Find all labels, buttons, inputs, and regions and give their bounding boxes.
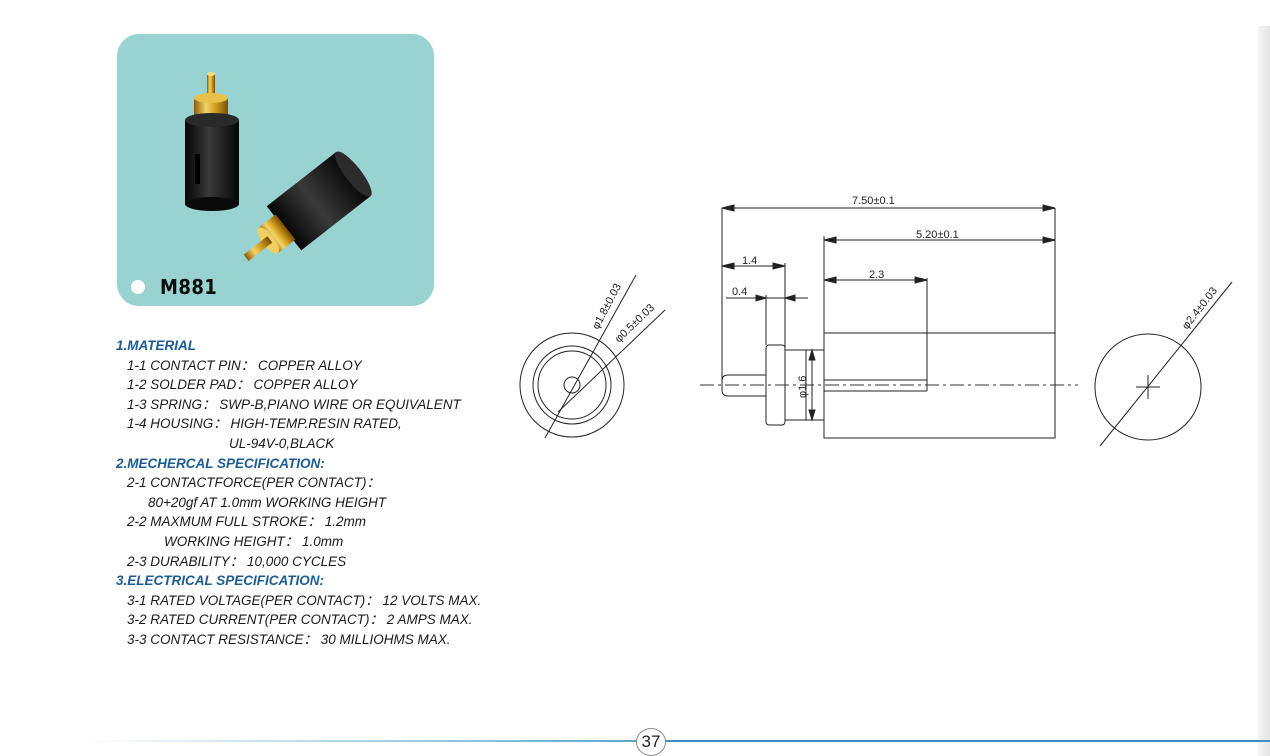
footer-rule-right bbox=[664, 740, 1270, 742]
footer-rule-left bbox=[80, 740, 638, 742]
specifications: 1.MATERIAL 1-1 CONTACT PIN： COPPER ALLOY… bbox=[116, 336, 536, 650]
front-inner-ring bbox=[537, 350, 607, 420]
spec-line: 2-3 DURABILITY： 10,000 CYCLES bbox=[127, 553, 347, 569]
page-number: 37 bbox=[636, 728, 666, 756]
model-bullet-dot bbox=[131, 280, 145, 294]
upright-pin bbox=[185, 72, 239, 211]
mechanical-heading: 2.MECHERCAL SPECIFICATION: bbox=[116, 455, 325, 471]
front-inner-leader bbox=[557, 309, 666, 413]
front-outer-circle bbox=[519, 332, 625, 438]
rear-circle bbox=[1094, 333, 1202, 441]
dim-flange: 0.4 bbox=[732, 286, 747, 298]
electrical-heading: 3.ELECTRICAL SPECIFICATION: bbox=[116, 573, 325, 589]
spec-line: 1-3 SPRING： SWP-B,PIANO WIRE OR EQUIVALE… bbox=[127, 396, 461, 412]
material-heading: 1.MATERIAL bbox=[116, 338, 196, 353]
spec-line: 3-3 CONTACT RESISTANCE： 30 MILLIOHMS MAX… bbox=[127, 631, 451, 647]
spec-line: 1-1 CONTACT PIN： COPPER ALLOY bbox=[127, 357, 362, 373]
spec-line: 2-1 CONTACTFORCE(PER CONTACT)： bbox=[127, 475, 380, 491]
page-edge-stripe bbox=[1258, 26, 1270, 756]
dim-front-outer-dia: φ1.8±0.03 bbox=[590, 282, 624, 332]
dim-total-length: 7.50±0.1 bbox=[852, 195, 895, 207]
spec-line: 1-4 HOUSING： HIGH-TEMP.RESIN RATED, bbox=[127, 416, 402, 432]
spec-line: 80+20gf AT 1.0mm WORKING HEIGHT bbox=[148, 494, 387, 510]
dim-head-offset: 1.4 bbox=[742, 255, 757, 267]
dim-rear-dia: φ2.4±0.03 bbox=[1180, 285, 1220, 332]
product-photo-illustration bbox=[185, 72, 372, 261]
lying-pin bbox=[243, 151, 372, 261]
rear-leader bbox=[1099, 281, 1233, 447]
front-outer-leader bbox=[544, 274, 637, 439]
dim-slot-depth: 2.3 bbox=[869, 269, 884, 281]
front-middle-circle bbox=[532, 345, 612, 425]
spec-line: 3-1 RATED VOLTAGE(PER CONTACT)： 12 VOLTS… bbox=[127, 592, 482, 608]
tip-outline bbox=[721, 374, 766, 397]
spec-line: WORKING HEIGHT： 1.0mm bbox=[164, 533, 344, 549]
spec-line: 1-2 SOLDER PAD： COPPER ALLOY bbox=[127, 377, 358, 393]
model-label: M881 bbox=[160, 275, 218, 299]
technical-drawing: 7.50±0.1 5.20±0.1 1.4 0.4 2.3 φ1.6 φ1.8±… bbox=[519, 195, 1233, 447]
dim-housing-length: 5.20±0.1 bbox=[916, 229, 959, 241]
spec-line: 2-2 MAXMUM FULL STROKE： 1.2mm bbox=[127, 514, 367, 530]
spec-line: UL-94V-0,BLACK bbox=[229, 435, 335, 451]
dim-shaft-dia: φ1.6 bbox=[797, 376, 809, 398]
front-pin-circle bbox=[563, 376, 581, 394]
product-card: M881 bbox=[117, 34, 434, 306]
spec-line: 3-2 RATED CURRENT(PER CONTACT)： 2 AMPS M… bbox=[127, 612, 473, 628]
